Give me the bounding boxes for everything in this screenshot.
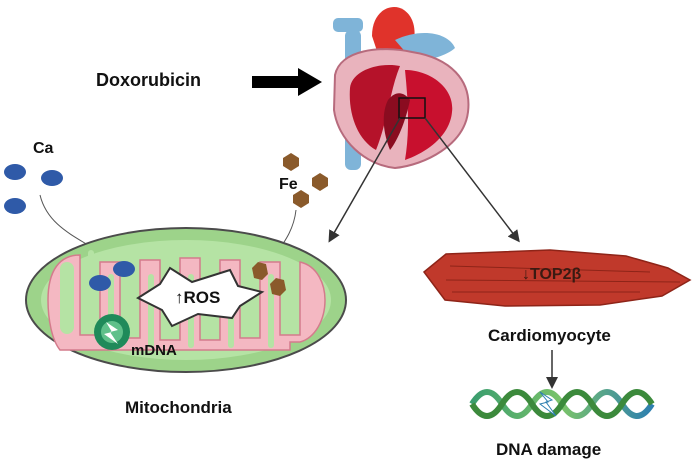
- cardiomyocyte-cell: [422, 249, 692, 307]
- drug-arrow: [252, 68, 322, 96]
- heart-illustration: [332, 7, 470, 170]
- calcium-ions: [4, 164, 63, 214]
- cardiomyocyte-label: Cardiomyocyte: [488, 326, 611, 345]
- iron-label: Fe: [279, 176, 298, 193]
- dna-damage-label: DNA damage: [496, 440, 602, 459]
- arrow-heart-to-cardiomyocyte: [424, 117, 520, 243]
- calcium-ions-inside: [89, 261, 135, 291]
- mitochondria-label: Mitochondria: [125, 398, 232, 417]
- iron-ions-inside: [252, 262, 286, 296]
- arrow-heart-to-mitochondria: [328, 117, 401, 243]
- mdna-label: mDNA: [131, 342, 177, 359]
- dna-helix: [469, 389, 655, 419]
- mdna-circle: [94, 314, 130, 350]
- doxorubicin-label: Doxorubicin: [96, 70, 202, 90]
- top2b-label: ↓TOP2β: [522, 266, 582, 283]
- ros-burst: [135, 266, 265, 328]
- iron-ions: [283, 153, 328, 208]
- calcium-label: Ca: [33, 140, 54, 157]
- ros-label: ↑ROS: [175, 288, 221, 307]
